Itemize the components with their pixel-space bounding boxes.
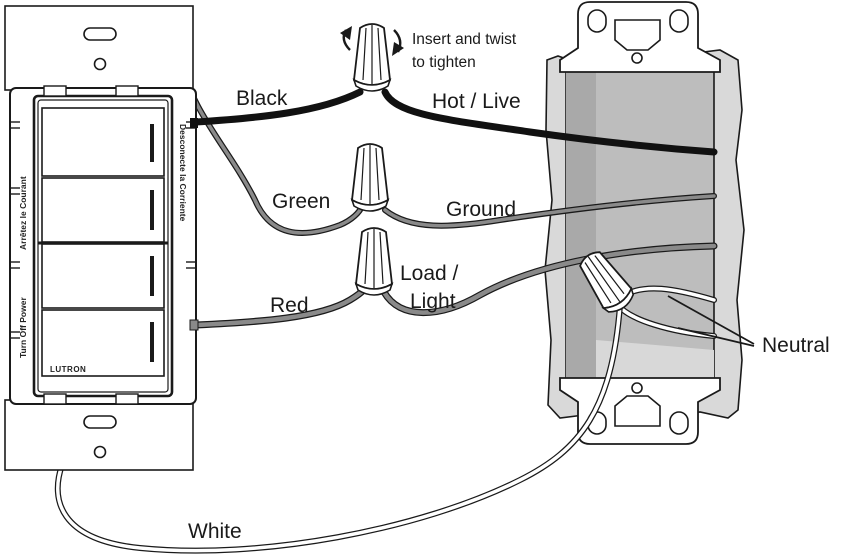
- warning-text-french: Arrêtez le Courant: [18, 176, 28, 250]
- brand-logo: LUTRON: [50, 365, 86, 374]
- label-light: Light: [410, 290, 456, 313]
- neutral-pointer-lines: [667, 295, 755, 347]
- wall-box-assembly: [544, 1, 745, 445]
- device-button-3[interactable]: [41, 243, 165, 309]
- wire-nut-neutral: [579, 251, 635, 313]
- hot-live-wire: [381, 88, 718, 156]
- warning-text-spanish: Desconecte la Corriente: [178, 124, 188, 222]
- label-white: White: [188, 520, 242, 543]
- box-inner-shade: [566, 70, 596, 380]
- mount-screw-hole-bottom-right: [669, 411, 689, 435]
- mount-screw-hole-top-left: [587, 9, 607, 33]
- wire-nut-ground: [350, 143, 390, 212]
- mount-tab-bottom: [614, 395, 661, 427]
- labels: Insert and twist to tighten Black Hot / …: [188, 31, 830, 543]
- device-button-1[interactable]: [41, 107, 165, 177]
- label-red: Red: [270, 294, 309, 317]
- led-bar-3: [150, 256, 154, 296]
- mount-tab-top: [614, 19, 661, 51]
- box-bottom-shade: [596, 340, 714, 380]
- label-black: Black: [236, 87, 288, 110]
- wires: [54, 29, 718, 554]
- device-button-4[interactable]: [41, 309, 165, 377]
- led-bar-2: [150, 190, 154, 230]
- label-green: Green: [272, 190, 330, 213]
- warning-text-english: Turn Off Power: [18, 297, 28, 358]
- twist-arrows-icon: [340, 26, 404, 56]
- mount-screw-hole-top-right: [669, 9, 689, 33]
- label-load: Load /: [400, 262, 459, 285]
- label-instruction-2: to tighten: [412, 54, 476, 71]
- led-bar-1: [150, 124, 154, 162]
- device-strap-bottom: [4, 399, 194, 471]
- label-instruction-1: Insert and twist: [412, 31, 517, 48]
- wire-nut-black: [352, 23, 392, 92]
- label-hot-live: Hot / Live: [432, 90, 521, 113]
- label-ground: Ground: [446, 198, 516, 221]
- device-button-2[interactable]: [41, 177, 165, 243]
- wire-nut-load: [354, 227, 394, 296]
- switch-device: LUTRON Turn Off Power Arrêtez le Courant…: [4, 5, 199, 471]
- label-neutral: Neutral: [762, 334, 830, 357]
- led-bar-4: [150, 322, 154, 362]
- device-strap-top: [4, 5, 194, 91]
- device-black-wire: [192, 88, 364, 126]
